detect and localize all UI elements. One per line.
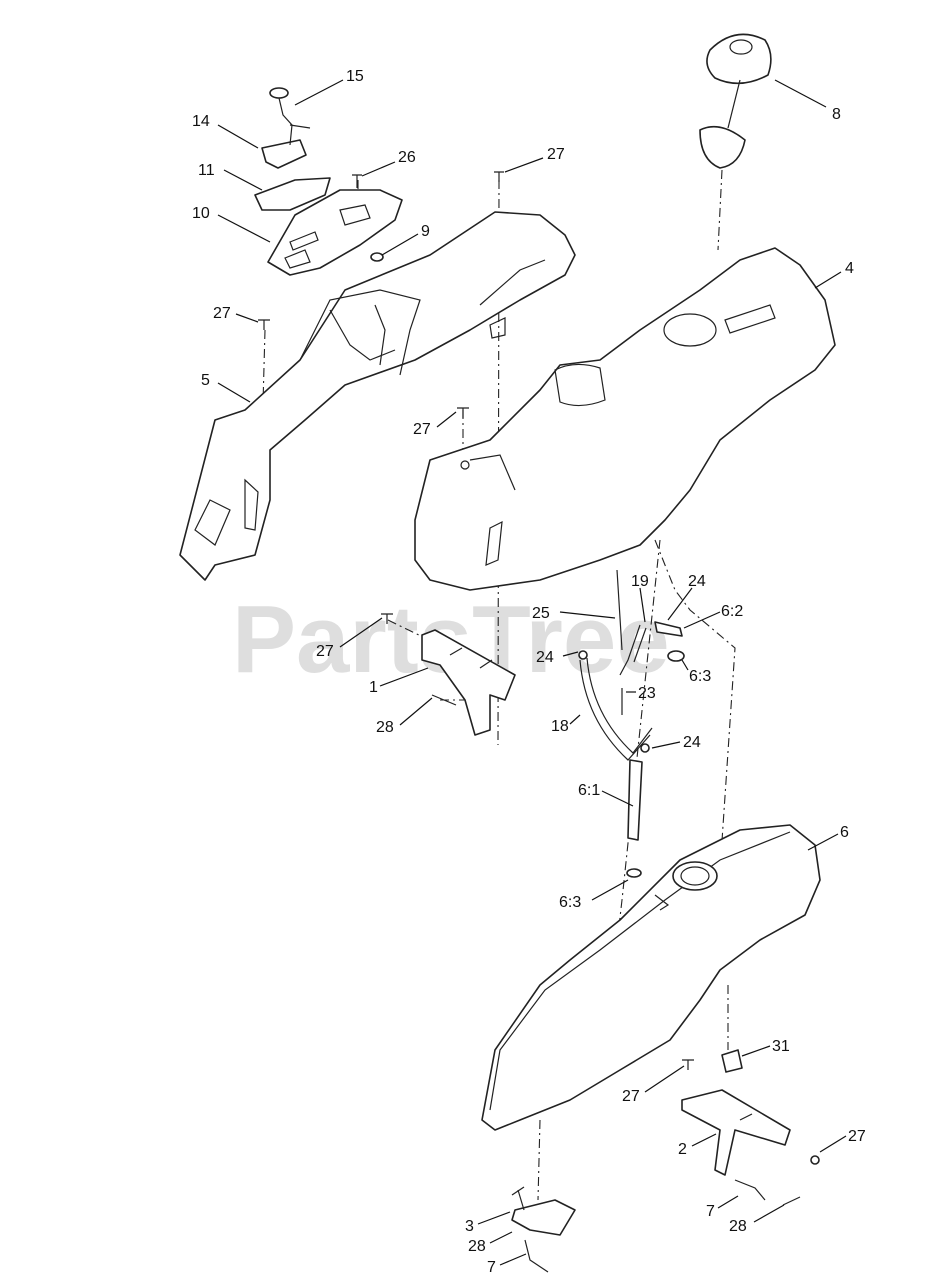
part-8-fuel-cap	[699, 33, 772, 169]
part-9-grommet	[370, 252, 384, 262]
callout-31: 31	[772, 1038, 790, 1055]
callout-27: 27	[547, 146, 565, 163]
callout-27: 27	[413, 421, 431, 438]
callout-25: 25	[532, 605, 550, 622]
callout-3: 3	[465, 1218, 474, 1235]
part-6-fuel-tank	[481, 824, 821, 1131]
part-27-screw	[258, 171, 820, 1165]
part-4-top-cover	[414, 247, 836, 591]
leader-lines	[217, 79, 847, 1266]
callout-11: 11	[198, 162, 215, 179]
callout-23: 23	[638, 685, 656, 702]
part-1-bracket	[421, 629, 516, 736]
part-3-foot-bracket	[511, 1189, 576, 1236]
part-2-bracket	[681, 1089, 791, 1176]
callout-6-1: 6:1	[578, 782, 600, 799]
callout-24: 24	[683, 734, 701, 751]
callout-26: 26	[398, 149, 416, 166]
callout-6-3: 6:3	[689, 668, 711, 685]
callout-27: 27	[622, 1088, 640, 1105]
callout-27: 27	[213, 305, 231, 322]
callout-27: 27	[848, 1128, 866, 1145]
callout-14: 14	[192, 113, 210, 130]
callout-28: 28	[468, 1238, 486, 1255]
hose-assembly	[578, 569, 685, 878]
callout-7: 7	[706, 1203, 715, 1220]
callout-2: 2	[678, 1141, 687, 1158]
part-15-dipstick	[269, 87, 311, 146]
part-26-screw	[352, 174, 362, 188]
part-7-clip	[524, 1179, 766, 1273]
callout-labels: 15 14 11 26 10 27 9 8 4 27 5 27 19 24 25…	[192, 68, 866, 1276]
part-31-bumper	[721, 1049, 743, 1073]
part-14-gauge	[261, 139, 307, 169]
part-11-plate	[254, 177, 331, 211]
callout-15: 15	[346, 68, 364, 85]
callout-4: 4	[845, 260, 854, 277]
callout-24: 24	[536, 649, 554, 666]
callout-9: 9	[421, 223, 430, 240]
callout-27: 27	[316, 643, 334, 660]
callout-1: 1	[369, 679, 378, 696]
callout-19: 19	[631, 573, 649, 590]
callout-7: 7	[487, 1259, 496, 1276]
callout-6: 6	[840, 824, 849, 841]
callout-10: 10	[192, 205, 210, 222]
part-10-plate	[267, 189, 403, 276]
callout-6-2: 6:2	[721, 603, 743, 620]
callout-5: 5	[201, 372, 210, 389]
callout-8: 8	[832, 106, 841, 123]
part-5-side-panel	[179, 211, 576, 581]
callout-18: 18	[551, 718, 569, 735]
callout-6-3: 6:3	[559, 894, 581, 911]
callout-28: 28	[729, 1218, 747, 1235]
callout-28: 28	[376, 719, 394, 736]
callout-24: 24	[688, 573, 706, 590]
